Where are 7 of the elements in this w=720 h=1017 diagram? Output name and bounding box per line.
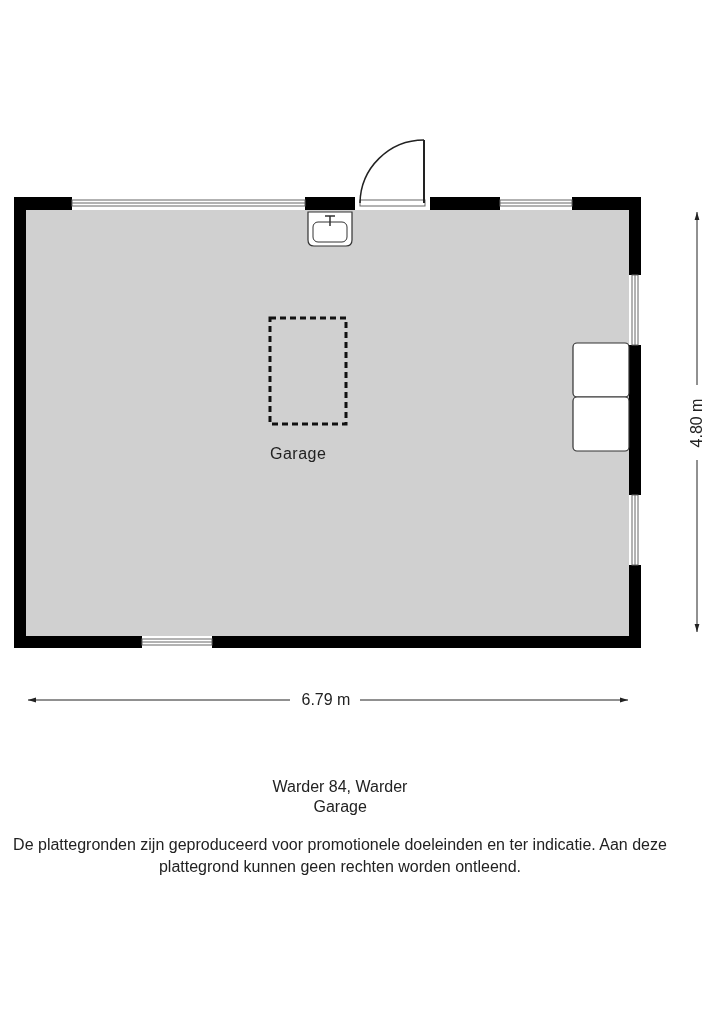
dimension-label: 6.79 m <box>301 691 351 709</box>
floor-name: Garage <box>313 798 367 816</box>
disclaimer-text: De plattegronden zijn geproduceerd voor promotionele doeleinden en ter indicatie. Aan deze plattegrond kunnen geen rechten worden ontleend. <box>12 835 668 877</box>
dimension-label: 4.80 m <box>687 398 706 448</box>
room-label: Garage <box>270 445 327 463</box>
address-text: Warder 84, Warder <box>272 778 408 796</box>
room-floor <box>26 210 629 636</box>
